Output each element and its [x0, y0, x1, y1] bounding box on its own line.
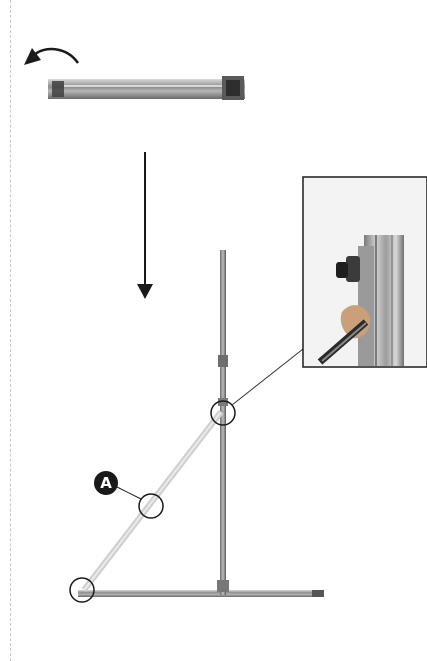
unfolded-stand — [78, 250, 324, 597]
folded-rail — [48, 76, 245, 100]
callout-a-leader — [117, 487, 141, 499]
callout-a-label: A — [94, 471, 118, 495]
down-arrow-icon — [137, 152, 153, 299]
rotate-arrow-icon — [24, 48, 78, 65]
inset-knob — [346, 256, 360, 282]
vertical-pole — [220, 250, 226, 595]
inset-detail — [303, 177, 427, 367]
base-rail — [78, 590, 324, 597]
inset-leader — [232, 349, 303, 405]
